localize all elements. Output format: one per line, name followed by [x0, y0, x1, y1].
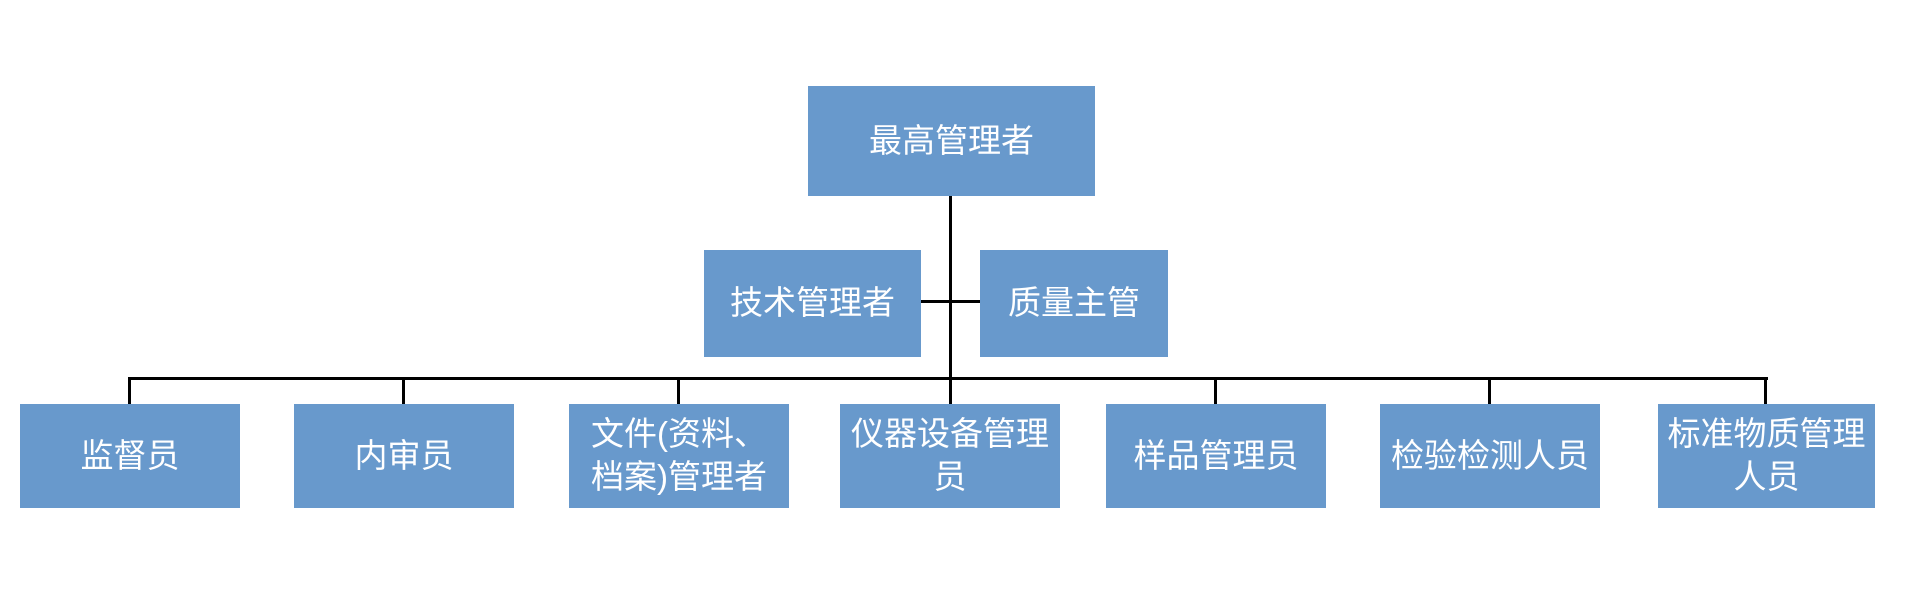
org-node-label: 标准物质管理 人员 [1667, 415, 1866, 495]
org-node-label: 监督员 [80, 436, 180, 474]
connector-drop-reference-material [1764, 379, 1767, 404]
org-node-internal-auditor: 内审员 [294, 404, 514, 508]
org-node-label: 检验检测人员 [1391, 436, 1589, 474]
org-node-top-management: 最高管理者 [808, 86, 1095, 196]
org-node-reference-material-personnel: 标准物质管理 人员 [1658, 404, 1875, 508]
org-node-label: 内审员 [354, 436, 454, 474]
org-node-label: 质量主管 [1008, 284, 1140, 322]
org-node-label: 仪器设备管理 员 [851, 415, 1049, 495]
org-node-sample-manager: 样品管理员 [1106, 404, 1326, 508]
org-node-label: 文件(资料、 档案)管理者 [591, 415, 767, 495]
org-node-document-manager: 文件(资料、 档案)管理者 [569, 404, 789, 508]
connector-drop-supervisor [128, 379, 131, 404]
connector-drop-testing-personnel [1488, 379, 1491, 404]
connector-drop-internal-auditor [402, 379, 405, 404]
org-node-technical-manager: 技术管理者 [704, 250, 921, 357]
org-node-supervisor: 监督员 [20, 404, 240, 508]
org-node-quality-supervisor: 质量主管 [980, 250, 1168, 357]
org-node-label: 最高管理者 [869, 121, 1034, 159]
org-node-label: 样品管理员 [1133, 436, 1299, 474]
connector-drop-equipment-manager [949, 379, 952, 404]
connector-level3-rail [128, 377, 1768, 380]
connector-drop-document-manager [677, 379, 680, 404]
connector-level2-horizontal [921, 300, 980, 303]
org-node-label: 技术管理者 [730, 284, 895, 322]
org-node-testing-personnel: 检验检测人员 [1380, 404, 1600, 508]
connector-drop-sample-manager [1214, 379, 1217, 404]
org-node-equipment-manager: 仪器设备管理 员 [840, 404, 1060, 508]
